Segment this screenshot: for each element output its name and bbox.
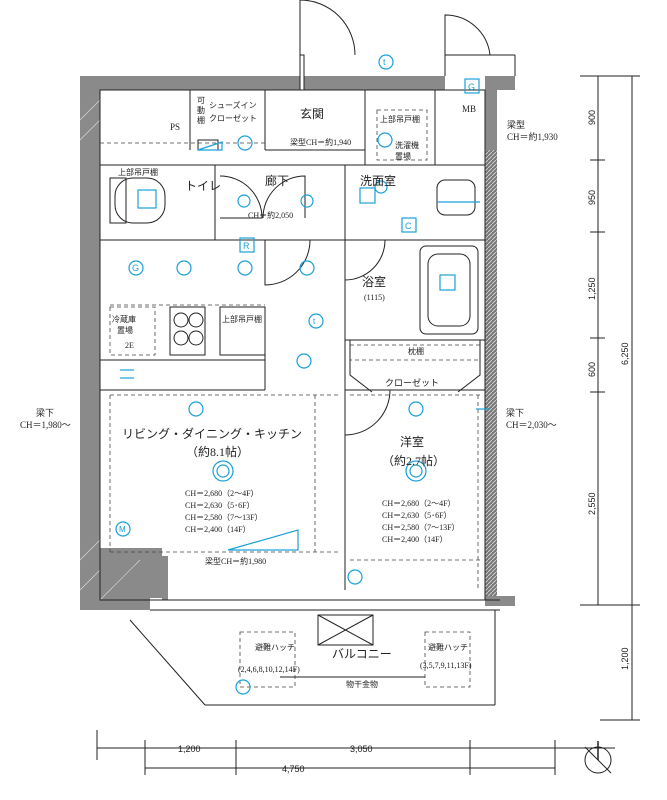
balcony-area (129, 599, 500, 706)
hallway-label: 廊下 (265, 173, 289, 188)
c-symbol: C (405, 221, 412, 231)
r-symbol: R (243, 241, 250, 251)
dim-600: 600 (587, 362, 597, 377)
right-beam-1: 梁下 (506, 407, 524, 418)
dim-1200-right: 1,200 (620, 647, 630, 670)
wall-hatching (79, 99, 141, 601)
shoes-closet-label-1: シューズイン (209, 100, 257, 110)
dim-6250: 6,250 (620, 342, 630, 365)
washroom-label: 洗面室 (360, 173, 396, 188)
laundry-label-2: 置場 (395, 151, 411, 161)
bath-size-label: (1115) (364, 293, 385, 302)
doors (219, 0, 516, 436)
t-symbol: t (383, 57, 386, 67)
dim-950: 950 (587, 190, 597, 205)
hatch-left-label: 避難ハッチ (255, 642, 295, 652)
ldk-ch-3: CH＝2,580（7～13F） (185, 513, 263, 522)
e2-label: 2E (125, 341, 134, 350)
ldk-ceiling-heights: CH＝2,680（2～4F） CH＝2,630（5･6F） CH＝2,580（7… (185, 489, 263, 534)
western-size-label: （約2.7帖） (382, 453, 445, 468)
ldk-ch-2: CH＝2,630（5･6F） (185, 501, 255, 510)
upper-cabinet-label: 上部吊戸棚 (380, 114, 420, 124)
entrance-label: 玄関 (300, 106, 324, 121)
hallway-ch-label: CH＝約2,050 (248, 210, 293, 220)
closet-label: クローゼット (385, 377, 439, 388)
hatch-left-floors: (2,4,6,8,10,12,14F) (238, 665, 300, 674)
right-beam-2: CH＝2,030～ (506, 420, 557, 430)
shelf-movable-label: 可動棚 (197, 96, 205, 125)
dim-1200-bottom: 1,200 (178, 744, 201, 754)
ldk-label: リビング・ダイニング・キッチン (122, 426, 302, 441)
left-beam-2: CH＝1,980～ (20, 420, 71, 430)
dim-1250: 1,250 (587, 277, 597, 300)
fridge-label-2: 置場 (117, 325, 133, 335)
western-ch-2: CH＝2,630（5･6F） (382, 511, 452, 520)
drying-label: 物干金物 (346, 679, 378, 689)
beam-dashed-lines (100, 142, 481, 590)
right-top-beam-2: CH＝約1,930 (507, 131, 558, 142)
hatch-right-floors: (3,5,7,9,11,13F) (420, 661, 472, 670)
shoes-closet-label-2: クローゼット (209, 113, 257, 123)
western-ch-3: CH＝2,580（7～13F） (382, 523, 460, 532)
ldk-ch-1: CH＝2,680（2～4F） (185, 489, 259, 498)
ldk-size-label: （約8.1帖） (186, 444, 249, 459)
dim-900: 900 (587, 110, 597, 125)
fridge-label-1: 冷蔵庫 (112, 314, 136, 324)
ps-label: PS (170, 122, 180, 132)
bath-label: 浴室 (362, 274, 386, 289)
g-symbol-ldk: G (132, 263, 139, 273)
dim-3050: 3,050 (350, 744, 373, 754)
toilet-shelf-label: 上部吊戸棚 (118, 167, 158, 177)
entrance-beam-label: 梁型CH＝約1,940 (290, 137, 351, 147)
hatch-right-label: 避難ハッチ (428, 642, 468, 652)
mb-label: MB (462, 104, 476, 114)
toilet-label: トイレ (185, 179, 221, 193)
balcony-label: バルコニー (332, 647, 392, 661)
t-symbol-ldk: t (313, 317, 316, 326)
left-beam-1: 梁下 (36, 407, 54, 418)
western-label: 洋室 (400, 434, 424, 449)
dim-4750: 4,750 (282, 764, 305, 774)
western-ceiling-heights: CH＝2,680（2～4F） CH＝2,630（5･6F） CH＝2,580（7… (382, 499, 460, 544)
dim-2550: 2,550 (587, 492, 597, 515)
western-ch-1: CH＝2,680（2～4F） (382, 499, 456, 508)
ldk-bottom-beam-label: 梁型CH＝約1,980 (205, 556, 266, 566)
m-symbol: M (119, 525, 126, 534)
outer-walls (80, 76, 515, 610)
ldk-ch-4: CH＝2,400（14F） (185, 525, 251, 534)
g-symbol-mb: G (468, 82, 475, 92)
kitchen-upper-label: 上部吊戸棚 (222, 314, 262, 324)
electrical-symbols (115, 54, 490, 695)
western-ch-4: CH＝2,400（14F） (382, 535, 448, 544)
right-top-beam-1: 梁型 (507, 119, 525, 130)
pillow-shelf-label: 枕棚 (408, 346, 424, 356)
laundry-label-1: 洗濯機 (395, 140, 419, 150)
